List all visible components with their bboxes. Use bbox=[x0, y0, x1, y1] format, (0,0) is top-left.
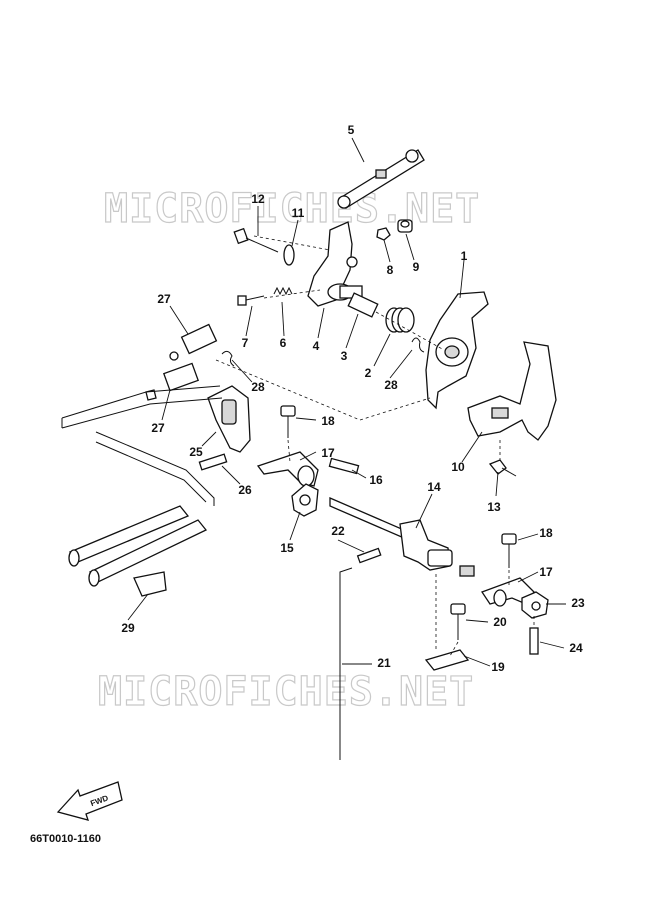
callout-11: 11 bbox=[292, 206, 305, 220]
fwd-arrow-icon: FWD bbox=[56, 781, 123, 821]
callout-labels: 5 12 11 8 9 1 27 7 6 4 3 2 28 28 27 18 1… bbox=[121, 123, 585, 674]
part-22-pin bbox=[356, 547, 382, 564]
callout-10: 10 bbox=[451, 460, 465, 474]
part-9-collar bbox=[397, 219, 413, 233]
callout-28-right: 28 bbox=[384, 378, 398, 392]
part-3-collar bbox=[347, 292, 379, 318]
part-6-spring bbox=[273, 286, 293, 296]
callout-2: 2 bbox=[365, 366, 372, 380]
part-20-bolt bbox=[450, 603, 466, 640]
callout-17-left: 17 bbox=[321, 446, 335, 460]
callout-13: 13 bbox=[487, 500, 501, 514]
part-5-link bbox=[337, 149, 425, 209]
part-14-shaft bbox=[329, 497, 475, 577]
part-28-clip-right bbox=[411, 337, 425, 353]
watermark-bottom: MICROFICHES.NET bbox=[98, 669, 474, 715]
part-27-joint-upper bbox=[169, 323, 218, 361]
part-8-nut bbox=[376, 227, 391, 241]
callout-25: 25 bbox=[189, 445, 203, 459]
callout-16: 16 bbox=[369, 473, 383, 487]
part-15-clamp bbox=[291, 483, 319, 517]
part-2-spring bbox=[385, 307, 415, 333]
part-18-bolt-left bbox=[280, 405, 296, 438]
part-10-bracket bbox=[467, 341, 557, 441]
callout-14: 14 bbox=[427, 480, 441, 494]
callout-22: 22 bbox=[331, 524, 345, 538]
callout-8: 8 bbox=[387, 263, 394, 277]
part-19-plate bbox=[424, 649, 470, 671]
callout-21: 21 bbox=[377, 656, 391, 670]
callout-27-lower: 27 bbox=[151, 421, 165, 435]
part-28-clip-left bbox=[221, 350, 235, 367]
callout-15: 15 bbox=[280, 541, 294, 555]
callout-20: 20 bbox=[493, 615, 507, 629]
part-26-pin bbox=[198, 453, 228, 471]
callout-5: 5 bbox=[348, 123, 355, 137]
part-12-bolt bbox=[233, 227, 279, 253]
callout-3: 3 bbox=[341, 349, 348, 363]
callout-7: 7 bbox=[242, 336, 249, 350]
callout-9: 9 bbox=[413, 260, 420, 274]
control-cables bbox=[61, 385, 223, 587]
callout-18-left: 18 bbox=[321, 414, 335, 428]
callout-27-upper: 27 bbox=[157, 292, 171, 306]
part-29-tape bbox=[133, 571, 167, 597]
part-25-bracket bbox=[207, 385, 251, 453]
callout-4: 4 bbox=[313, 339, 320, 353]
part-18-bolt-right bbox=[501, 533, 517, 568]
leader-lines bbox=[127, 137, 566, 667]
part-7-screw bbox=[237, 295, 265, 306]
callout-12: 12 bbox=[251, 192, 265, 206]
callout-18-right: 18 bbox=[539, 526, 553, 540]
callout-23: 23 bbox=[571, 596, 585, 610]
callout-29: 29 bbox=[121, 621, 135, 635]
callout-6: 6 bbox=[280, 336, 287, 350]
callout-1: 1 bbox=[461, 249, 468, 263]
callout-19: 19 bbox=[491, 660, 505, 674]
callout-28-left: 28 bbox=[251, 380, 265, 394]
part-1-bracket bbox=[425, 291, 489, 410]
part-11-washer bbox=[283, 244, 295, 266]
part-21-rod bbox=[339, 567, 353, 760]
part-17-clamp-left bbox=[256, 451, 319, 487]
part-27-joint-lower bbox=[145, 362, 200, 401]
part-4-throttle-arm bbox=[307, 221, 363, 307]
watermark-top: MICROFICHES.NET bbox=[104, 186, 480, 232]
callout-17-right: 17 bbox=[539, 565, 553, 579]
part-23-joint bbox=[521, 591, 549, 619]
part-13-bolt bbox=[488, 459, 517, 477]
part-24-pin bbox=[529, 627, 539, 655]
callout-26: 26 bbox=[238, 483, 252, 497]
assembly-guide-lines bbox=[215, 235, 535, 657]
part-16-pin bbox=[328, 457, 360, 475]
callout-24: 24 bbox=[569, 641, 583, 655]
diagram-code: 66T0010-1160 bbox=[30, 833, 101, 845]
